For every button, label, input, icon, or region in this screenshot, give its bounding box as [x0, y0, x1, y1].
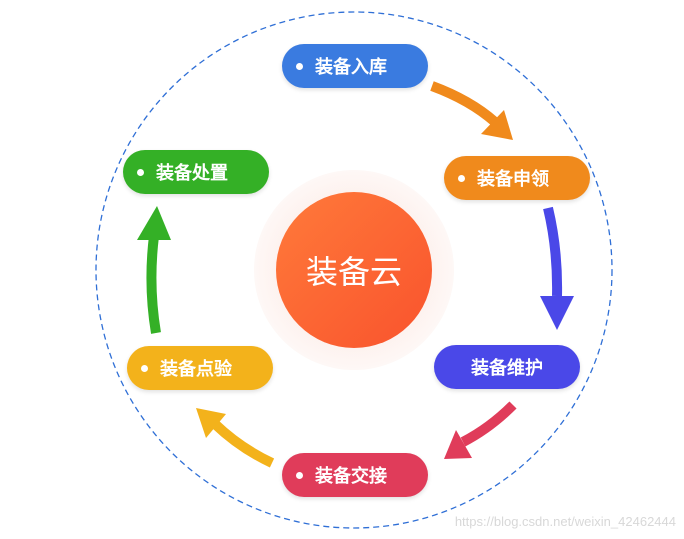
- arrowhead-ruku-to-shenling: [481, 110, 513, 140]
- bullet-dot: [458, 174, 465, 182]
- node-dianyan-label: 装备点验: [160, 359, 232, 380]
- node-weihu-label: 装备维护: [471, 358, 543, 379]
- arrow-shenling-to-weihu: [543, 206, 563, 297]
- node-ruku[interactable]: 装备入库: [282, 44, 428, 88]
- node-shenling-label: 装备申领: [477, 169, 549, 190]
- arrowhead-shenling-to-weihu: [540, 296, 574, 330]
- bullet-dot: [141, 364, 148, 372]
- arrowhead-weihu-to-jiaojie: [444, 430, 472, 459]
- node-ruku-label: 装备入库: [315, 57, 387, 78]
- arrowhead-jiaojie-to-dianyan: [196, 408, 226, 438]
- bullet-dot: [296, 62, 303, 70]
- node-jiaojie[interactable]: 装备交接: [282, 453, 428, 497]
- dashed-outer-ring: [95, 11, 613, 529]
- arrow-dianyan-to-chuzhi: [146, 235, 161, 334]
- node-chuzhi-label: 装备处置: [156, 163, 228, 184]
- node-weihu[interactable]: 装备维护: [434, 345, 580, 389]
- center-core: [276, 192, 432, 348]
- arrowhead-dianyan-to-chuzhi: [137, 206, 171, 240]
- watermark-text: https://blog.csdn.net/weixin_42462444: [454, 514, 676, 529]
- arrow-weihu-to-jiaojie: [460, 401, 517, 447]
- arrow-jiaojie-to-dianyan: [211, 420, 275, 468]
- bullet-dot: [137, 168, 144, 176]
- node-chuzhi[interactable]: 装备处置: [123, 150, 269, 194]
- node-shenling[interactable]: 装备申领: [444, 156, 590, 200]
- arrows-group: [137, 81, 574, 468]
- node-dianyan[interactable]: 装备点验: [127, 346, 273, 390]
- arrow-ruku-to-shenling: [430, 81, 499, 126]
- center-label: 装备云: [305, 253, 402, 291]
- bullet-dot: [296, 471, 303, 479]
- node-jiaojie-label: 装备交接: [315, 466, 387, 487]
